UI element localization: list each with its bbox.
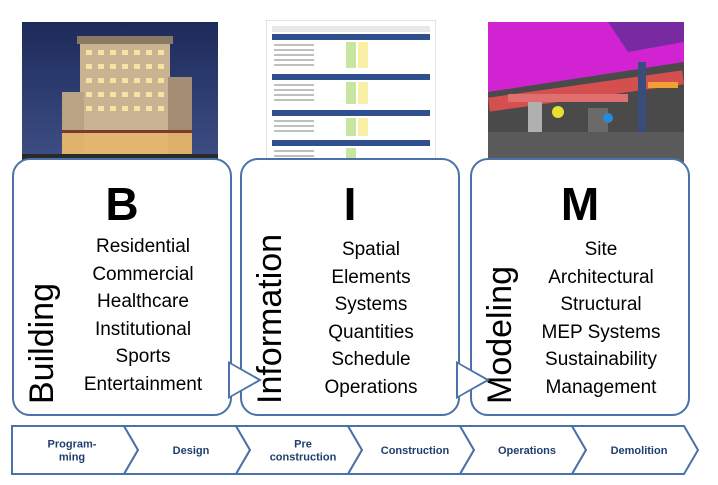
list-item: MEP Systems bbox=[541, 321, 661, 343]
panel-information: Information I Spatial Elements Systems Q… bbox=[240, 158, 460, 416]
panel-building: Building B Residential Commercial Health… bbox=[12, 158, 232, 416]
list-item: Structural bbox=[560, 294, 642, 315]
acronym-letter: M bbox=[560, 178, 600, 230]
arrow-right-icon bbox=[456, 361, 490, 399]
list-item: Architectural bbox=[548, 266, 654, 288]
list-item: Quantities bbox=[328, 321, 414, 343]
list-item: Residential bbox=[96, 236, 190, 257]
list-item: Operations bbox=[324, 376, 418, 398]
list-item: Systems bbox=[334, 294, 408, 315]
list-item: Spatial bbox=[341, 239, 401, 260]
list-item: Entertainment bbox=[83, 373, 203, 395]
phase-label: Pre bbox=[294, 439, 312, 451]
arrow-right-icon bbox=[228, 361, 262, 399]
list-item: Elements bbox=[331, 266, 411, 288]
phase-label: Demolition bbox=[611, 445, 668, 457]
list-item: Schedule bbox=[331, 349, 411, 370]
acronym-letter: B bbox=[105, 178, 139, 230]
panel-modeling: Modeling M Site Architectural Structural… bbox=[470, 158, 690, 416]
category-list: Spatial Elements Systems Quantities Sche… bbox=[288, 236, 454, 401]
spreadsheet-photo bbox=[265, 19, 437, 163]
list-item: Institutional bbox=[94, 318, 192, 340]
category-list: Site Architectural Structural MEP System… bbox=[518, 236, 684, 401]
list-item: Commercial bbox=[92, 263, 194, 285]
phase-label: construction bbox=[270, 452, 337, 464]
list-item: Site bbox=[584, 239, 618, 260]
phase-label: Design bbox=[173, 445, 210, 457]
list-item: Sports bbox=[115, 346, 171, 367]
list-item: Sustainability bbox=[545, 349, 657, 370]
list-item: Healthcare bbox=[97, 291, 189, 312]
list-item: Management bbox=[545, 376, 657, 398]
building-photo bbox=[22, 22, 218, 162]
phase-chevron bbox=[570, 425, 700, 475]
category-list: Residential Commercial Healthcare Instit… bbox=[60, 233, 226, 398]
phase-label: ming bbox=[59, 452, 85, 464]
mep-model-render bbox=[487, 22, 685, 162]
phase-label: Construction bbox=[381, 445, 450, 457]
phase-label: Operations bbox=[498, 445, 556, 457]
phase-label: Program- bbox=[48, 439, 97, 451]
acronym-letter: I bbox=[343, 178, 357, 230]
